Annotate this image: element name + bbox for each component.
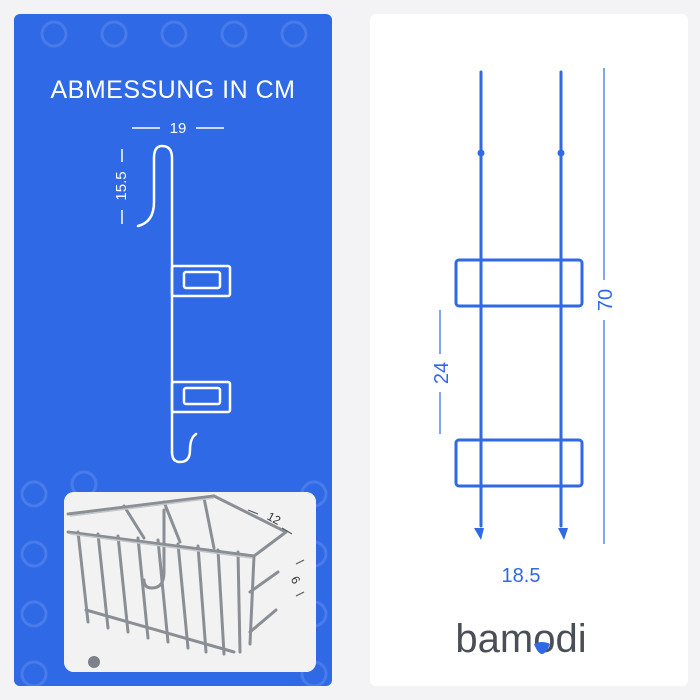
photo-dim-length: 12 [265,509,284,528]
front-view-diagram: 70 24 18.5 [428,68,617,587]
dim-label-width: 19 [170,120,187,137]
logo-wave-icon [534,642,550,654]
front-view-panel: 70 24 18.5 bamodi [370,14,688,686]
dimensions-panel: ABMESSUNG IN CM 19 15.5 [14,14,332,686]
basket-detail-photo: 12 6 [64,492,316,672]
dim-label-total-height: 70 [595,289,617,311]
bamodi-logo: bamodi [455,617,586,661]
dimensions-title: ABMESSUNG IN CM [50,76,296,104]
dim-label-basket-gap: 24 [431,362,453,384]
logo-wordmark: bamodi [455,617,586,661]
dim-label-width: 18.5 [502,565,541,587]
side-view-diagram: 19 15.5 [113,120,232,464]
dim-label-hook: 15.5 [113,171,130,200]
basket-wire-illustration: 12 6 [64,492,316,672]
